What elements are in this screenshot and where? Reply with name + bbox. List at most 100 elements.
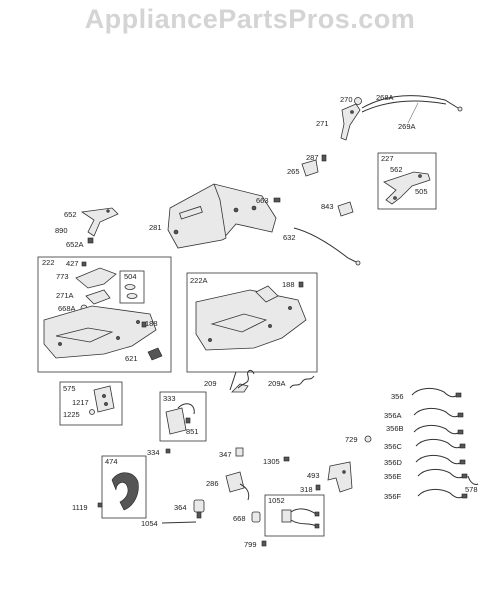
- label-1119: 1119: [72, 503, 88, 512]
- part-729-nut: [364, 435, 372, 443]
- label-729: 729: [345, 435, 358, 444]
- label-281: 281: [149, 223, 162, 232]
- label-799: 799: [244, 540, 257, 549]
- part-188-screw-b: [298, 281, 304, 288]
- label-1054: 1054: [141, 519, 158, 528]
- box-474: [101, 455, 147, 519]
- label-269A: 269A: [398, 122, 416, 131]
- label-333: 333: [163, 394, 176, 403]
- part-265-clip: [301, 159, 319, 177]
- box-575: [59, 381, 123, 426]
- label-652: 652: [64, 210, 77, 219]
- label-318: 318: [300, 485, 313, 494]
- label-188-b: 188: [282, 280, 295, 289]
- label-843: 843: [321, 202, 334, 211]
- box-227: [377, 152, 437, 210]
- label-268A: 268A: [376, 93, 394, 102]
- part-222A-control-plate: [195, 285, 307, 351]
- label-773: 773: [56, 272, 69, 281]
- part-1054-wire: [161, 521, 197, 524]
- part-318-screw: [315, 484, 321, 491]
- part-333-armature: [165, 403, 195, 435]
- part-347-connector: [235, 447, 244, 457]
- label-668A: 668A: [58, 304, 76, 313]
- part-188-screw: [141, 321, 147, 328]
- label-334: 334: [147, 448, 160, 457]
- part-663-screw: [273, 197, 281, 203]
- label-364: 364: [174, 503, 187, 512]
- label-1052: 1052: [268, 496, 285, 505]
- label-356A: 356A: [384, 411, 402, 420]
- label-1225: 1225: [63, 410, 80, 419]
- label-632: 632: [283, 233, 296, 242]
- label-188-a: 188: [145, 319, 158, 328]
- part-268A-cable: [361, 95, 463, 113]
- label-427: 427: [66, 259, 79, 268]
- label-1217: 1217: [72, 398, 89, 407]
- label-287: 287: [306, 153, 319, 162]
- label-356E: 356E: [384, 472, 402, 481]
- label-356D: 356D: [384, 458, 403, 467]
- label-356B: 356B: [386, 424, 404, 433]
- box-1052: [264, 494, 325, 537]
- part-799-screw: [261, 540, 267, 547]
- label-890: 890: [55, 226, 68, 235]
- label-621: 621: [125, 354, 138, 363]
- box-222: [37, 256, 172, 373]
- part-209-spring: [229, 369, 255, 393]
- label-356: 356: [391, 392, 404, 401]
- label-505: 505: [415, 187, 428, 196]
- watermark-header: AppliancePartsPros.com: [84, 4, 416, 34]
- part-1305-screw: [283, 456, 290, 462]
- part-575-switch: [93, 385, 115, 413]
- label-851: 851: [186, 427, 199, 436]
- part-364-fuel-solenoid: [193, 499, 205, 519]
- part-493-bracket: [327, 461, 353, 493]
- label-474: 474: [105, 457, 118, 466]
- part-356-wire-harness: [411, 387, 468, 499]
- part-843-pad: [337, 201, 354, 217]
- label-504: 504: [124, 272, 137, 281]
- label-286: 286: [206, 479, 219, 488]
- label-209A: 209A: [268, 379, 286, 388]
- part-621-spring: [147, 347, 163, 361]
- label-265: 265: [287, 167, 300, 176]
- label-562: 562: [390, 165, 403, 174]
- label-271A: 271A: [56, 291, 74, 300]
- label-575: 575: [63, 384, 76, 393]
- box-222A: [186, 272, 318, 373]
- part-652A-screw: [87, 237, 94, 244]
- part-1052-rectifier: [281, 508, 320, 529]
- box-504: [119, 270, 145, 304]
- label-578: 578: [465, 485, 478, 494]
- part-286-solenoid: [225, 471, 250, 501]
- label-222: 222: [42, 258, 55, 267]
- label-347: 347: [219, 450, 232, 459]
- label-493: 493: [307, 471, 320, 480]
- label-209: 209: [204, 379, 217, 388]
- label-222A: 222A: [190, 276, 208, 285]
- part-652-bracket: [80, 207, 119, 237]
- part-270-nut: [354, 97, 362, 105]
- label-270: 270: [340, 95, 353, 104]
- part-427-screw: [81, 261, 87, 267]
- part-474-ignition-coil: [111, 472, 139, 511]
- label-227: 227: [381, 154, 394, 163]
- label-663: 663: [256, 196, 269, 205]
- label-668: 668: [233, 514, 246, 523]
- part-1225-nut: [89, 409, 95, 415]
- part-209A-spring: [289, 375, 315, 389]
- part-227-throttle-bracket: [383, 171, 431, 205]
- part-222-control-plate: [43, 305, 157, 359]
- label-1305: 1305: [263, 457, 280, 466]
- part-504-washers: [124, 284, 138, 299]
- part-578-wire: [467, 475, 479, 485]
- part-287-screw: [321, 154, 327, 162]
- part-271A-lever: [85, 289, 111, 305]
- part-334-screw: [165, 448, 171, 454]
- box-333: [159, 391, 207, 442]
- part-1119-screw: [97, 502, 103, 508]
- part-281-control-bracket: [167, 183, 277, 249]
- label-356C: 356C: [384, 442, 403, 451]
